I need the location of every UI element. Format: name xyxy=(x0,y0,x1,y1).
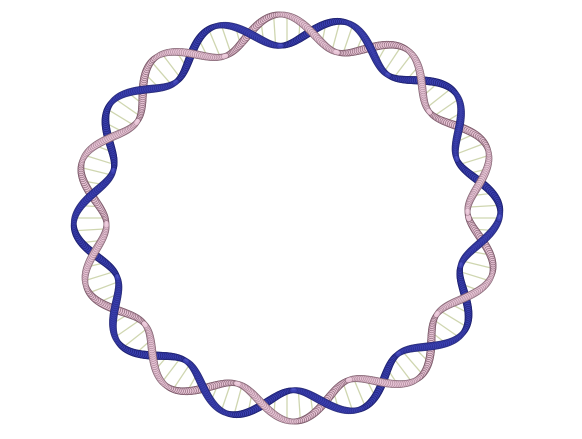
ribbon-highlight xyxy=(498,214,501,220)
strand-a-segment xyxy=(289,387,298,394)
strand-a-segment xyxy=(171,78,180,86)
base-pair-rung xyxy=(439,310,467,328)
ribbon-highlight xyxy=(396,351,401,355)
ribbon-highlight xyxy=(435,311,439,316)
strand-b-segment xyxy=(220,52,230,60)
base-pair-rung xyxy=(88,281,119,294)
strand-a-segment xyxy=(109,166,117,175)
base-pair-rung xyxy=(114,98,141,117)
base-pair-rung xyxy=(402,350,424,375)
base-pair-rung xyxy=(220,25,232,54)
base-pair-rung xyxy=(233,385,243,415)
strand-b-segment xyxy=(344,376,354,384)
base-pair-rung xyxy=(220,382,232,411)
base-pair-rung xyxy=(342,25,354,54)
ribbon-body xyxy=(110,167,116,175)
base-pair-rung xyxy=(353,378,366,408)
strand-a-segment xyxy=(495,213,503,223)
base-pair-layer xyxy=(74,15,500,421)
strand-a-segment xyxy=(383,71,392,79)
base-pair-rung xyxy=(107,108,135,126)
ribbon-body xyxy=(182,358,190,365)
base-pair-rung xyxy=(172,363,191,390)
strand-b-segment xyxy=(133,117,141,126)
base-pair-rung xyxy=(208,28,221,58)
base-pair-rung xyxy=(393,53,413,79)
ribbon-highlight xyxy=(173,80,178,84)
strand-a-segment xyxy=(182,357,191,365)
ribbon-highlight xyxy=(347,377,352,381)
strand-a-segment xyxy=(453,154,460,163)
ribbon-body xyxy=(426,108,433,115)
ribbon-highlight xyxy=(455,156,458,160)
base-pair-rung xyxy=(122,327,148,348)
base-pair-rung xyxy=(426,88,452,109)
ribbon-body xyxy=(221,53,229,59)
base-pair-rung xyxy=(74,228,107,232)
base-pair-rung xyxy=(84,154,115,166)
strand-b-segment xyxy=(465,213,473,223)
ribbon-body xyxy=(454,155,460,163)
strand-back-layer xyxy=(70,11,504,425)
base-pair-rung xyxy=(297,390,302,421)
ribbon-highlight xyxy=(222,54,227,57)
ribbon-body xyxy=(172,79,179,86)
base-pair-rung xyxy=(433,319,460,338)
base-pair-rung xyxy=(459,270,490,282)
ribbon-highlight xyxy=(112,168,115,172)
ribbon-body xyxy=(234,381,241,387)
ribbon-highlight xyxy=(116,274,119,279)
strand-a-segment xyxy=(394,350,403,358)
base-pair-rung xyxy=(272,15,277,46)
base-pair-rung xyxy=(459,154,490,166)
base-pair-rung xyxy=(150,61,172,86)
base-pair-rung xyxy=(462,260,494,270)
base-pair-rung xyxy=(80,166,112,176)
strand-front-layer xyxy=(70,11,504,425)
ribbon-body xyxy=(333,49,340,55)
strand-a-segment xyxy=(276,42,285,49)
ribbon-body xyxy=(114,273,120,281)
ribbon-body xyxy=(458,261,464,269)
ribbon-body xyxy=(496,213,503,222)
ribbon-highlight xyxy=(385,72,390,76)
base-pair-rung xyxy=(114,319,141,338)
ribbon-body xyxy=(465,214,472,222)
base-pair-rung xyxy=(161,357,181,383)
strand-b-segment xyxy=(425,107,433,116)
base-pair-rung xyxy=(84,270,115,282)
ribbon-body xyxy=(384,71,392,78)
base-pair-rung xyxy=(433,98,460,117)
ribbon-highlight xyxy=(334,50,339,53)
base-pair-rung xyxy=(342,382,354,411)
base-pair-rung xyxy=(393,357,413,383)
strand-b-segment xyxy=(233,380,242,388)
base-pair-rung xyxy=(331,21,341,51)
strand-a-segment xyxy=(114,273,121,282)
ribbon-highlight xyxy=(459,262,462,267)
ribbon-body xyxy=(434,310,440,318)
strand-b-segment xyxy=(332,48,341,56)
base-pair-rung xyxy=(467,204,500,208)
base-pair-rung xyxy=(383,46,402,73)
ribbon-highlight xyxy=(235,381,240,385)
ribbon-highlight xyxy=(135,119,139,123)
base-pair-rung xyxy=(161,53,181,79)
ribbon-body xyxy=(134,118,140,126)
strand-a-segment xyxy=(457,261,465,270)
base-pair-rung xyxy=(455,142,486,155)
strand-b-segment xyxy=(141,320,149,329)
ribbon-body xyxy=(395,350,402,357)
ribbon-body xyxy=(345,377,353,383)
ribbon-body xyxy=(141,321,148,328)
ribbon-highlight xyxy=(184,358,189,362)
strand-b-segment xyxy=(433,310,441,319)
ribbon-highlight xyxy=(143,321,147,326)
